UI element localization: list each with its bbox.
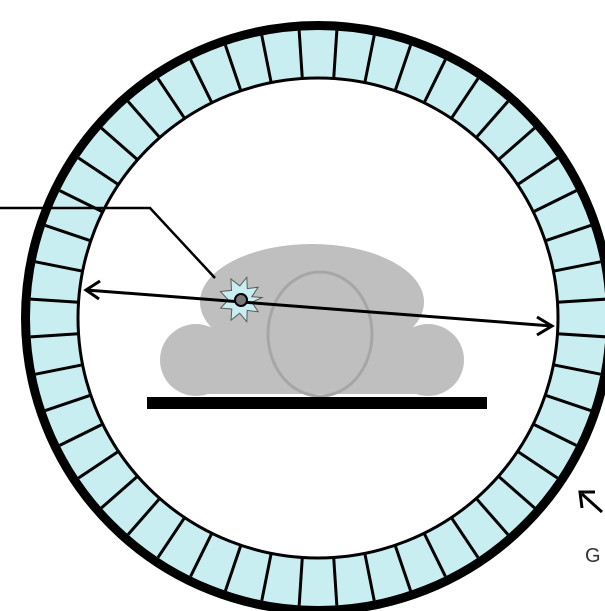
- event-point: [235, 294, 247, 306]
- callout-arrow-icon: [580, 492, 602, 512]
- patient-bed: [147, 397, 487, 409]
- corner-label: G: [585, 545, 601, 568]
